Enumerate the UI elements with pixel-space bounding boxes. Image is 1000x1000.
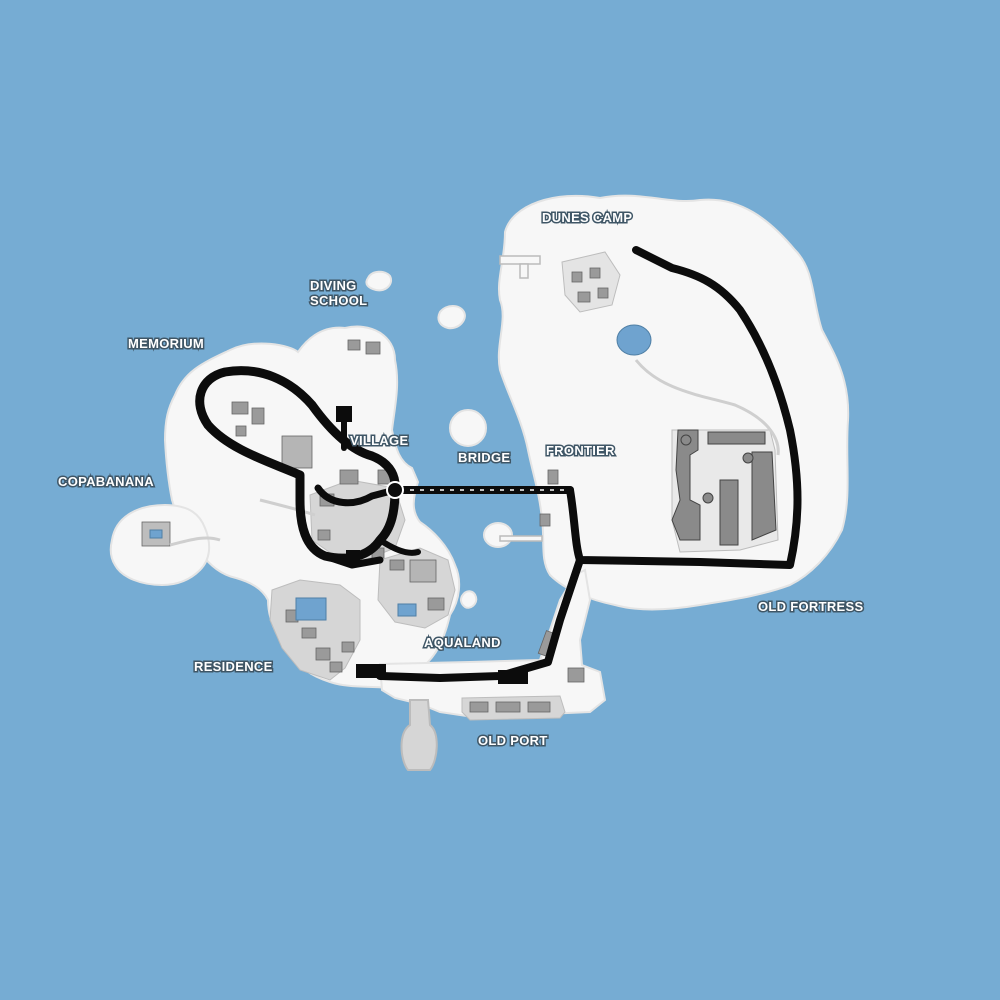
label-dunes-camp: DUNES CAMP <box>542 210 632 225</box>
building <box>539 513 551 527</box>
label-residence: RESIDENCE <box>194 659 273 674</box>
building <box>281 435 313 469</box>
building <box>341 641 355 653</box>
building <box>251 407 265 425</box>
islet-mid <box>437 305 466 330</box>
fortress-tower <box>680 434 692 446</box>
pool <box>295 597 327 621</box>
fortress-tower <box>702 492 714 504</box>
fortress-inner-keep <box>719 479 739 546</box>
junction-block <box>356 664 386 678</box>
frontier-road <box>566 246 802 569</box>
fortress-path <box>634 359 780 456</box>
building <box>301 627 317 639</box>
fortress-north-wall <box>707 431 766 445</box>
label-old-port: OLD PORT <box>478 733 548 748</box>
label-frontier: FRONTIER <box>546 443 615 458</box>
bridge-roundabout <box>386 481 404 499</box>
label-diving-school-line1: DIVING <box>310 278 357 293</box>
building <box>597 287 609 299</box>
building <box>469 701 489 713</box>
village-path <box>259 498 316 517</box>
label-aqualand: AQUALAND <box>424 635 501 650</box>
building <box>589 267 601 279</box>
piers <box>499 255 543 542</box>
building <box>365 341 381 355</box>
southern-highway <box>376 556 584 682</box>
pool <box>149 529 163 539</box>
pier <box>499 255 541 265</box>
building <box>409 559 437 583</box>
label-old-fortress: OLD FORTRESS <box>758 599 863 614</box>
bridge-islet <box>449 409 487 447</box>
road-junctions <box>336 406 528 684</box>
aqualand-road <box>377 537 421 556</box>
pier <box>519 263 529 279</box>
building <box>527 701 551 713</box>
label-memorium: MEMORIUM <box>128 336 204 351</box>
building <box>347 339 361 351</box>
fortress-east-wall <box>751 451 777 541</box>
buildings <box>141 267 609 713</box>
junction-block <box>346 550 360 564</box>
building <box>567 667 585 683</box>
building <box>339 469 359 485</box>
pond <box>616 324 652 356</box>
map-labels: DUNES CAMP DIVING SCHOOL MEMORIUM VILLAG… <box>57 209 865 750</box>
village-inner-road <box>314 484 399 507</box>
building <box>495 701 521 713</box>
junction-block <box>498 670 528 684</box>
building <box>427 597 445 611</box>
fortress-walls <box>671 429 777 546</box>
label-diving-school-line2: SCHOOL <box>310 293 367 308</box>
building <box>389 559 405 571</box>
islet-north <box>365 270 392 292</box>
pool <box>397 603 417 617</box>
old-port-jetty <box>400 699 438 771</box>
residence-road <box>321 552 384 569</box>
label-copabanana: COPABANANA <box>58 474 154 489</box>
paths <box>169 359 780 547</box>
building <box>231 401 249 415</box>
fortress-west-wall <box>671 429 701 541</box>
fortress-tower <box>742 452 754 464</box>
memorium-loop-road <box>195 366 400 563</box>
building <box>329 661 343 673</box>
building <box>317 529 331 541</box>
building <box>577 291 591 303</box>
copa-path <box>169 536 221 547</box>
pier <box>499 535 543 542</box>
water-features <box>149 324 652 621</box>
building <box>235 425 247 437</box>
round-islet <box>483 522 513 548</box>
label-bridge: BRIDGE <box>458 450 510 465</box>
building <box>547 469 559 485</box>
building <box>315 647 331 661</box>
junction-block <box>336 406 352 422</box>
building <box>571 271 583 283</box>
islet-south <box>460 590 478 609</box>
label-village: VILLAGE <box>350 433 408 448</box>
